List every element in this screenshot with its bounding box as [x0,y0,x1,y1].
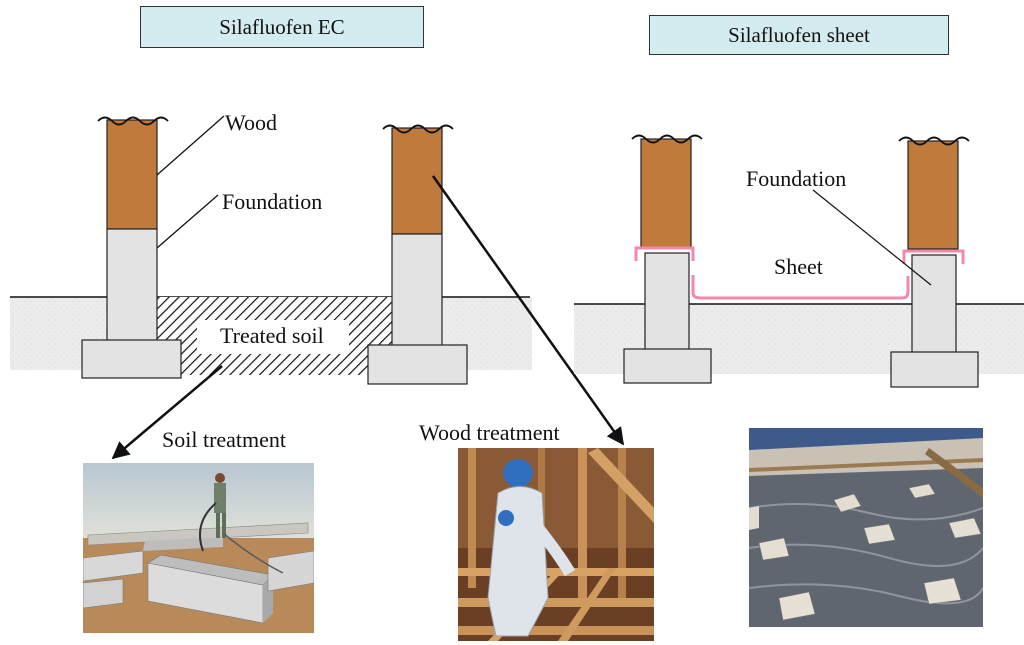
footing-right [367,344,468,385]
sheet-label: Sheet [774,254,823,279]
wavy-top-sheet-right [898,136,970,146]
wood-treatment-arrow [431,175,625,446]
wood-label: Wood [225,110,278,135]
wood-leader-line [156,115,225,176]
wood-post-sheet-right [907,140,959,250]
wavy-top-left [97,116,169,126]
treated-soil-label-bg [197,320,349,354]
foundation-label-right: Foundation [746,166,847,191]
footing-sheet-right [890,351,979,388]
sheet-cap-right [902,249,965,264]
silafluofen-sheet-title: Silafluofen sheet [649,15,949,55]
sheet-floor [691,275,910,300]
foundation-post-right [391,233,443,347]
foundation-right-leader-line [812,189,932,286]
silafluofen-ec-title: Silafluofen EC [140,6,424,48]
foundation-label-left: Foundation [222,189,323,214]
wood-treatment-photo [458,448,654,641]
footing-sheet-left [623,348,712,384]
soil-treatment-arrow [111,365,223,460]
footing-left [81,339,182,379]
wood-post-right [391,127,443,235]
foundation-sheet-left [644,252,690,351]
wavy-top-right [382,124,454,134]
wavy-top-sheet-left [631,134,703,144]
wood-post-sheet-left [640,138,692,249]
wood-treatment-caption: Wood treatment [419,420,560,445]
foundation-sheet-right [911,254,957,354]
sheet-cap-left [634,246,695,261]
foundation-leader-line [156,194,219,249]
soil-treatment-photo [83,463,314,633]
foundation-post-left [106,228,158,342]
treated-soil-label: Treated soil [220,323,324,348]
wood-post-left [106,119,158,230]
soil-treatment-caption: Soil treatment [162,427,287,452]
sheet-installation-photo [749,428,983,627]
